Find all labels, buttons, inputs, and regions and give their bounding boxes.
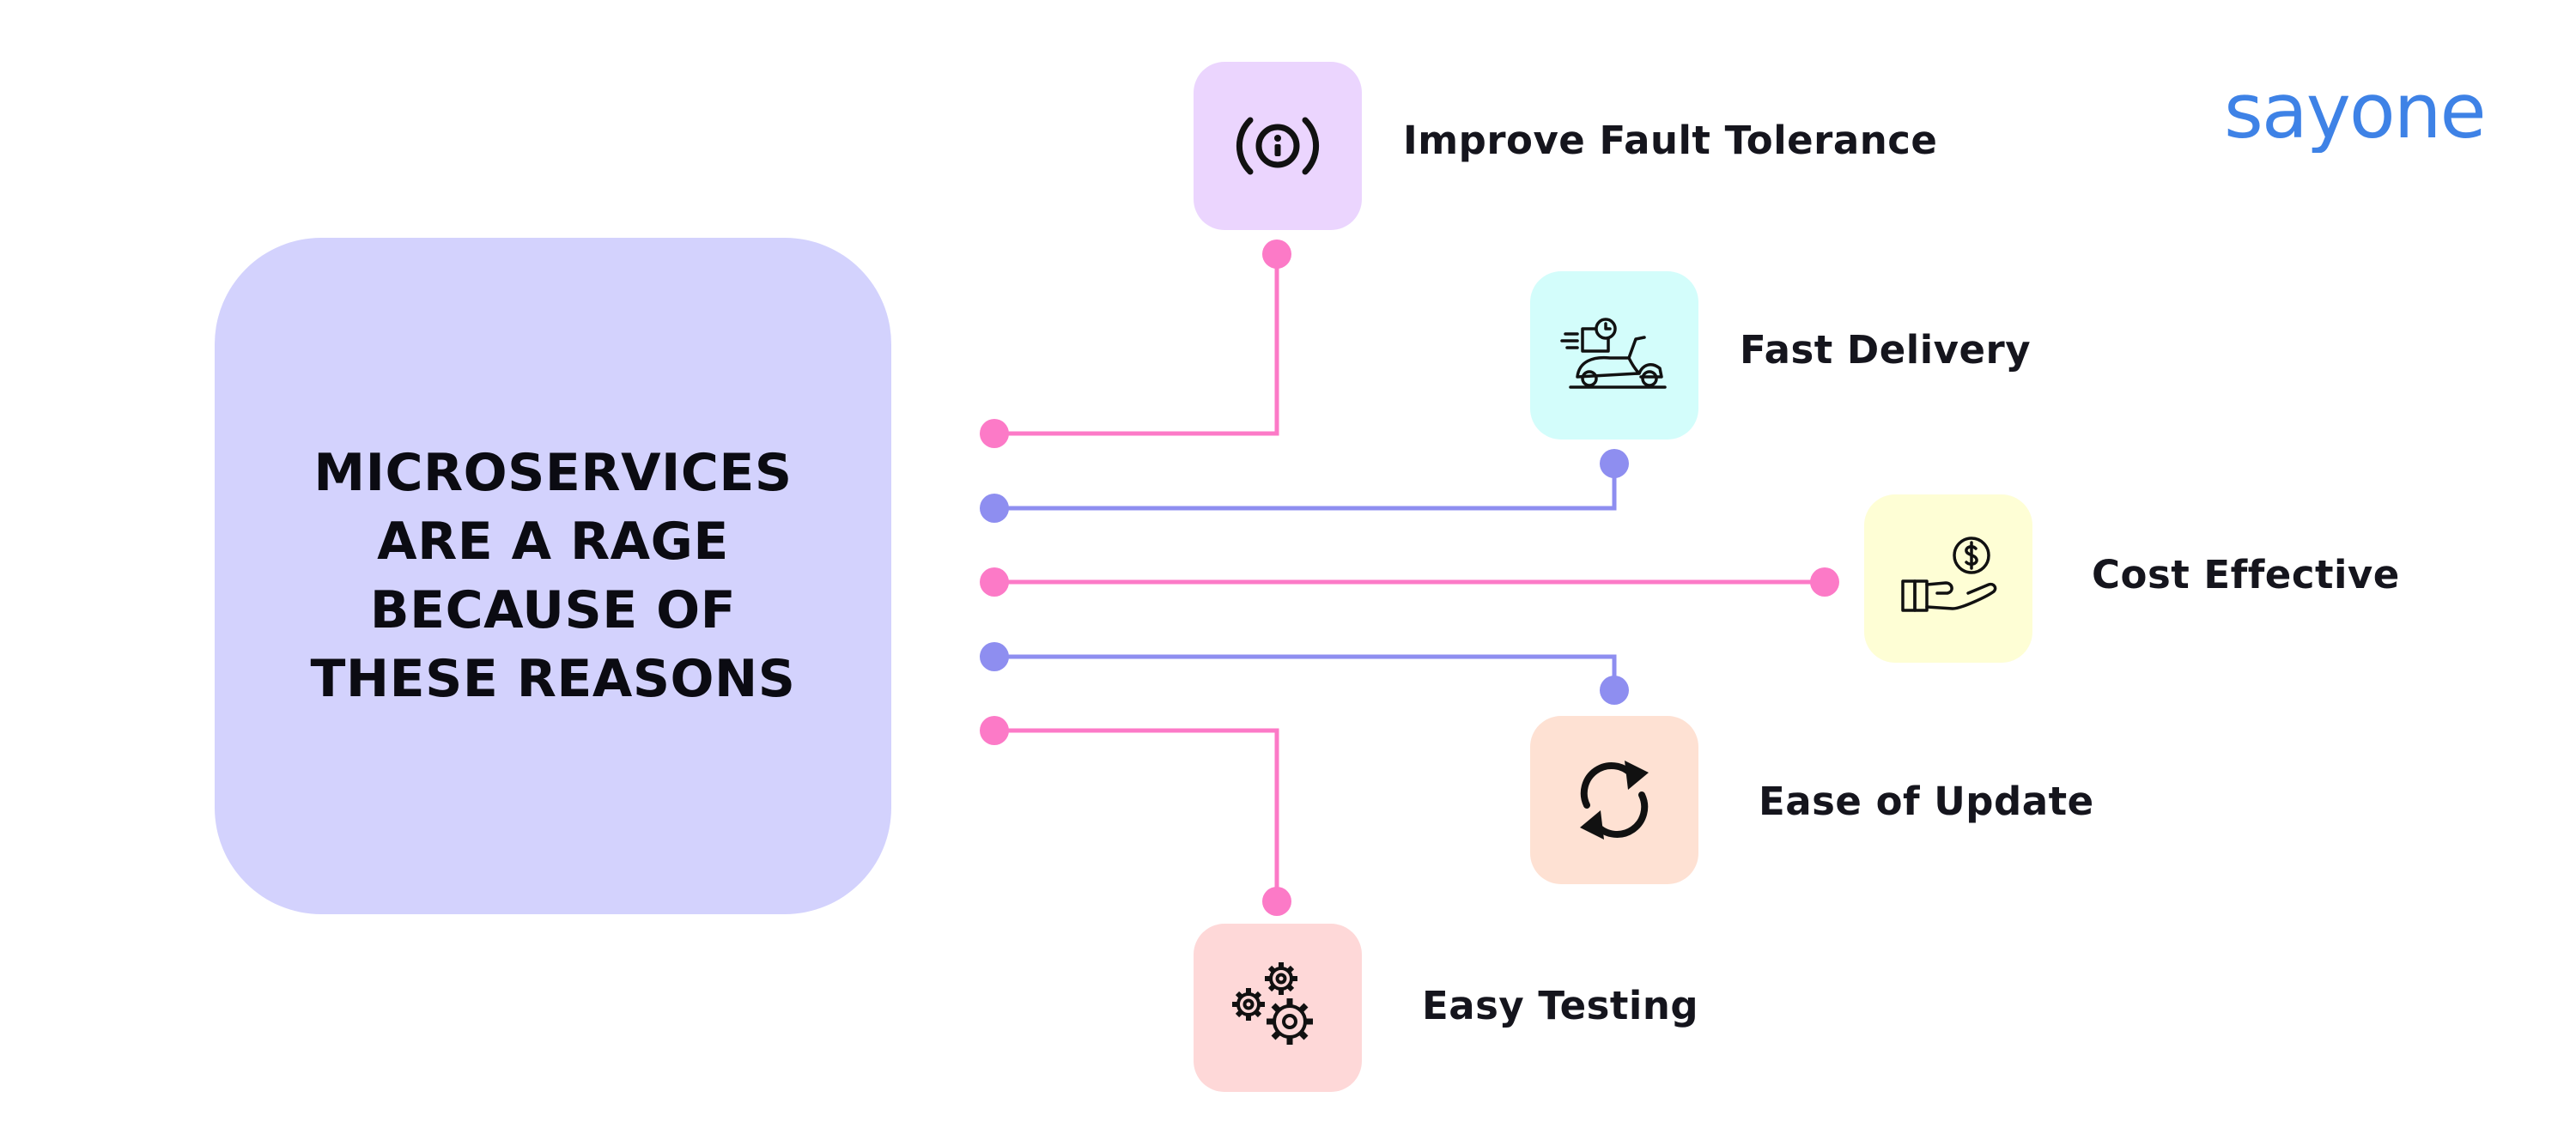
title-line: BECAUSE OF [369, 580, 737, 640]
connector-fault-tolerance [980, 240, 1291, 448]
label-fault-tolerance: Improve Fault Tolerance [1403, 118, 1938, 163]
delivery-scooter-icon [1560, 318, 1667, 389]
hand-coin-icon [1901, 537, 1997, 612]
tile-easy-testing [1194, 924, 1362, 1092]
tile-ease-of-update [1530, 716, 1698, 884]
title-line: ARE A RAGE [377, 512, 729, 572]
title-line: MICROSERVICES [313, 443, 793, 503]
connector-fast-delivery [980, 449, 1629, 523]
connector-cost-effective [980, 567, 1839, 597]
label-ease-of-update: Ease of Update [1759, 779, 2094, 824]
tile-fast-delivery [1530, 271, 1698, 440]
gears-icon [1232, 962, 1313, 1045]
connector-easy-testing [980, 716, 1291, 916]
label-fast-delivery: Fast Delivery [1740, 327, 2032, 373]
refresh-arrows-icon [1580, 761, 1649, 840]
sayone-logo: sayone [2224, 76, 2487, 153]
tile-cost-effective [1864, 494, 2032, 663]
main-title: MICROSERVICES ARE A RAGE BECAUSE OF THES… [311, 439, 796, 713]
label-easy-testing: Easy Testing [1422, 983, 1699, 1028]
logo-text: sayone [2224, 76, 2485, 153]
connector-ease-of-update [980, 642, 1629, 705]
title-line: THESE REASONS [310, 649, 796, 709]
tile-fault-tolerance [1194, 62, 1362, 230]
main-title-box: MICROSERVICES ARE A RAGE BECAUSE OF THES… [215, 238, 891, 914]
info-broadcast-icon [1236, 117, 1320, 175]
label-cost-effective: Cost Effective [2092, 552, 2400, 597]
